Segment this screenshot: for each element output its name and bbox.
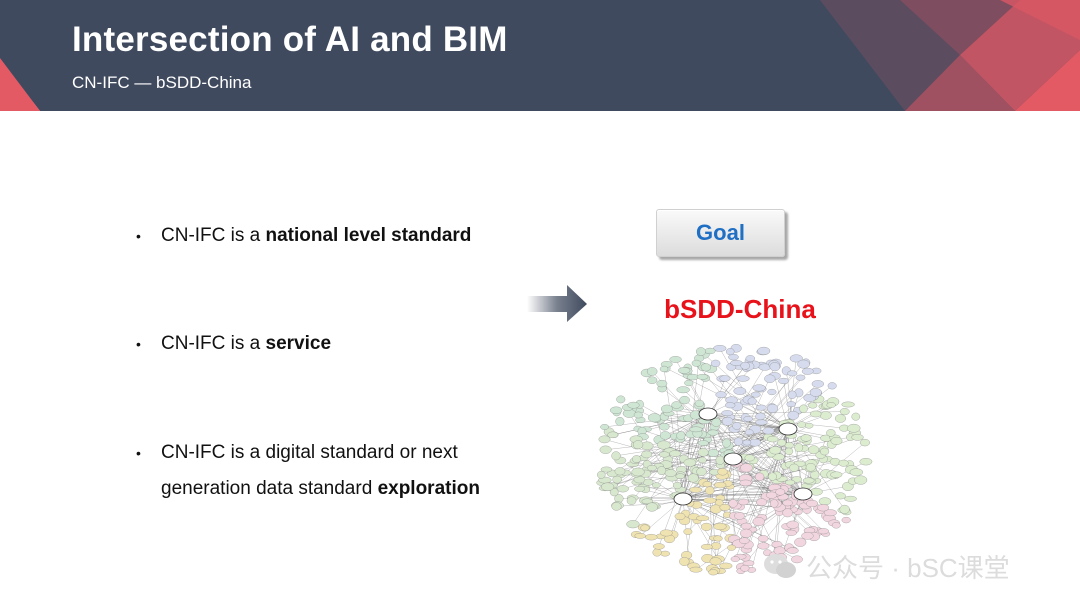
bsdd-china-title: bSDD-China [664, 294, 816, 324]
bullet-list: • CN-IFC is a national level standard • … [130, 218, 530, 499]
header-background [0, 0, 1080, 111]
page-title: Intersection of AI and BIM [72, 20, 508, 59]
ontology-network-graph [596, 344, 873, 576]
page-subtitle: CN-IFC — bSDD-China [72, 73, 252, 92]
bullet-text: CN-IFC is a [161, 225, 266, 246]
bullet-dot-icon: • [136, 336, 141, 352]
bullet-dot-icon: • [136, 228, 141, 244]
header-banner: Intersection of AI and BIM CN-IFC — bSDD… [0, 0, 1080, 111]
bullet-text: generation data standard [161, 478, 378, 499]
bullet-dot-icon: • [136, 445, 141, 461]
watermark-text: 公众号 · bSC课堂 [806, 552, 1010, 583]
bullet-item: • CN-IFC is a digital standard or next g… [130, 435, 561, 507]
bullet-emphasis: service [265, 333, 332, 354]
bullet-emphasis: exploration [377, 478, 480, 499]
goal-button[interactable]: Goal [656, 209, 785, 257]
wechat-icon [764, 554, 796, 578]
bullet-item: • CN-IFC is a service [130, 326, 561, 362]
bullet-text: CN-IFC is a [161, 333, 266, 354]
right-arrow-icon [527, 285, 587, 322]
bullet-text-line1: CN-IFC is a digital standard or next [161, 442, 458, 463]
bullet-item: • CN-IFC is a national level standard [130, 218, 561, 254]
bullet-emphasis: national level standard [265, 225, 472, 246]
watermark: 公众号 · bSC课堂 [762, 547, 1010, 585]
